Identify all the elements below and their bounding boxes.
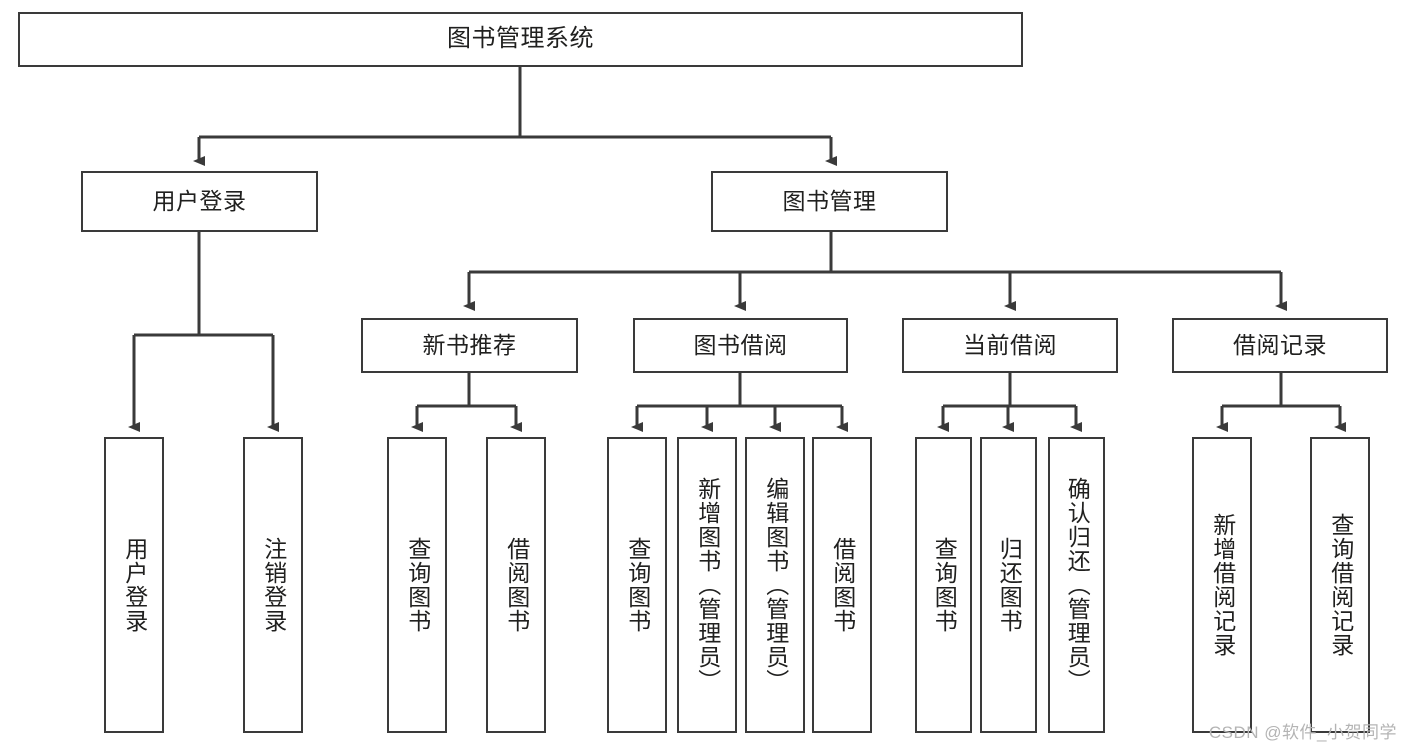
- leaf-add-borrow-record[interactable]: 新增借阅记录: [1192, 437, 1252, 733]
- leaf-query-borrow-record[interactable]: 查询借阅记录: [1310, 437, 1370, 733]
- node-label: 查询图书: [931, 537, 958, 633]
- leaf-return-book[interactable]: 归还图书: [980, 437, 1037, 733]
- leaf-borrow-book-recommend[interactable]: 借阅图书: [486, 437, 546, 733]
- csdn-watermark: CSDN @软件_小贺同学: [1208, 723, 1397, 742]
- leaf-edit-book-admin[interactable]: 编辑图书（管理员）: [745, 437, 805, 733]
- node-root-system[interactable]: 图书管理系统: [18, 12, 1023, 67]
- node-new-book-recommend[interactable]: 新书推荐: [361, 318, 578, 373]
- leaf-user-login[interactable]: 用户登录: [104, 437, 164, 733]
- node-book-borrow[interactable]: 图书借阅: [633, 318, 848, 373]
- leaf-query-book-borrow[interactable]: 查询图书: [607, 437, 667, 733]
- node-label: 借阅图书: [829, 537, 856, 633]
- node-label: 查询借阅记录: [1327, 513, 1354, 657]
- node-user-login[interactable]: 用户登录: [81, 171, 318, 232]
- leaf-confirm-return-admin[interactable]: 确认归还（管理员）: [1048, 437, 1105, 733]
- node-label: 借阅图书: [503, 537, 530, 633]
- node-label: 查询图书: [404, 537, 431, 633]
- node-label: 图书借阅: [693, 331, 788, 358]
- node-label: 用户登录: [121, 537, 148, 633]
- node-label: 新增图书（管理员）: [694, 477, 721, 693]
- node-borrow-record[interactable]: 借阅记录: [1172, 318, 1388, 373]
- node-label: 新增借阅记录: [1209, 513, 1236, 657]
- node-label: 用户登录: [152, 187, 247, 214]
- node-label: 编辑图书（管理员）: [762, 477, 789, 693]
- leaf-logout-login[interactable]: 注销登录: [243, 437, 303, 733]
- node-label: 借阅记录: [1233, 331, 1327, 358]
- leaf-query-book-recommend[interactable]: 查询图书: [387, 437, 447, 733]
- node-current-borrow[interactable]: 当前借阅: [902, 318, 1118, 373]
- node-label: 确认归还（管理员）: [1064, 477, 1091, 693]
- node-book-management[interactable]: 图书管理: [711, 171, 948, 232]
- node-label: 查询图书: [624, 537, 651, 633]
- node-label: 新书推荐: [422, 331, 517, 358]
- node-label: 图书管理系统: [447, 25, 594, 53]
- leaf-borrow-book[interactable]: 借阅图书: [812, 437, 872, 733]
- leaf-query-book-current[interactable]: 查询图书: [915, 437, 972, 733]
- node-label: 当前借阅: [963, 331, 1057, 358]
- node-label: 注销登录: [260, 537, 287, 633]
- leaf-add-book-admin[interactable]: 新增图书（管理员）: [677, 437, 737, 733]
- node-label: 图书管理: [782, 187, 877, 214]
- node-label: 归还图书: [996, 537, 1023, 633]
